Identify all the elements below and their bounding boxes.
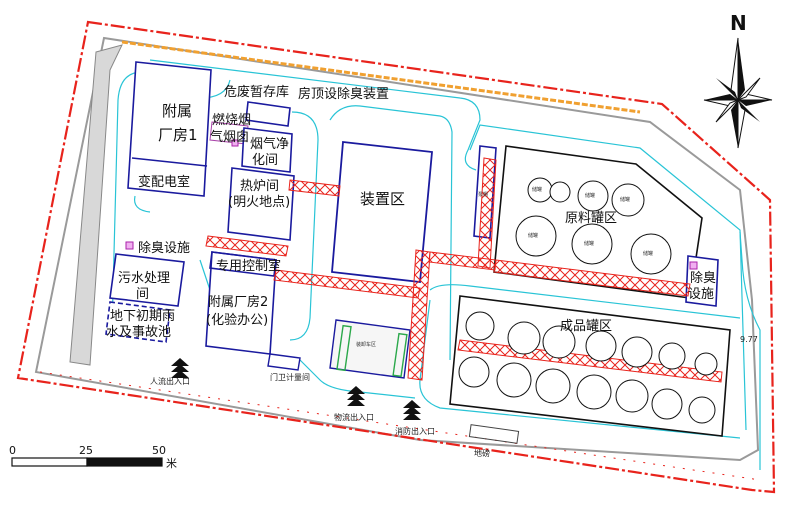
tank [615, 379, 649, 413]
scale-bar: 0 25 50 米 [9, 444, 177, 470]
incinerator-line2: 气烟囱 [210, 129, 249, 145]
hazwaste-store [245, 101, 291, 127]
tank [549, 181, 571, 203]
gate-arrows [171, 358, 421, 420]
svg-text:储罐: 储罐 [584, 240, 594, 247]
loading-label: 装卸车区 [356, 341, 376, 348]
tank [577, 180, 609, 212]
substation-label: 变配电室 [138, 174, 190, 190]
svg-text:储罐: 储罐 [532, 186, 542, 193]
rain-pool [105, 301, 171, 343]
labels: 附属 厂房1 变配电室 危废暂存库 房顶设除臭装置 燃烧烟 气烟囱 烟气净 化间… [106, 84, 758, 458]
svg-text:储罐: 储罐 [643, 250, 653, 257]
tank [458, 356, 490, 388]
control-room-label: 专用控制室 [216, 258, 281, 274]
roof-deodor-label: 房顶设除臭装置 [298, 86, 389, 102]
tank [694, 352, 718, 376]
tank [651, 388, 683, 420]
tank [611, 183, 645, 217]
svg-text:储罐: 储罐 [620, 196, 630, 203]
boiler-line1: 热炉间 [240, 179, 279, 194]
tank [621, 336, 653, 368]
rain-pool-line1: 地下初期雨 [110, 309, 175, 324]
deodor-left-label: 除臭设施 [138, 241, 190, 256]
people-gate-arrow [171, 358, 189, 378]
flue-line2: 化间 [252, 153, 278, 168]
rain-pool-line2: 水及事故池 [106, 325, 171, 340]
hazwaste-label: 危废暂存库 [224, 84, 289, 100]
sewage-line2: 间 [136, 287, 149, 302]
inner-wall [69, 44, 123, 366]
boiler-line2: (明火地点) [228, 195, 290, 210]
orange-pipeline [121, 40, 641, 114]
tank [688, 396, 716, 424]
scale-tick-0: 0 [9, 444, 16, 457]
north-label: N [730, 11, 747, 35]
side-tag-label: 泵棚 [478, 191, 488, 198]
deodor-markers [125, 139, 698, 270]
weighbridge-pad [468, 424, 520, 444]
fire-gate-arrow [403, 400, 421, 420]
tank [515, 215, 557, 257]
annex1-line1: 附属 [162, 102, 192, 120]
gate-weigh-label: 门卫计量间 [270, 372, 310, 382]
deodor-right-line1: 除臭 [690, 271, 716, 286]
deodor-right-line2: 设施 [688, 287, 714, 302]
annex2-line2: (化验办公) [206, 312, 268, 328]
tank [535, 368, 571, 404]
device-area-label: 装置区 [360, 190, 405, 208]
flue-line1: 烟气净 [250, 136, 289, 152]
sewage-line1: 污水处理 [118, 271, 170, 286]
annex-building-1 [127, 61, 212, 197]
tank [507, 321, 541, 355]
control-room [209, 251, 277, 277]
scale-tick-50: 50 [152, 444, 166, 457]
fence-line [34, 36, 760, 462]
flue-gas-room [241, 127, 293, 173]
boiler-room [227, 167, 295, 241]
raw-tank-tags: 储罐 储罐 储罐 储罐 储罐 储罐 [528, 186, 653, 257]
north-compass: N [703, 11, 773, 149]
raw-tank-label: 原料罐区 [565, 211, 617, 226]
tank [585, 330, 617, 362]
scale-unit: 米 [166, 457, 177, 470]
tank [576, 374, 612, 410]
site-boundary [16, 20, 776, 494]
svg-text:储罐: 储罐 [528, 232, 538, 239]
logistics-gate-label: 物流出入口 [334, 412, 374, 422]
annex2-line1: 附属厂房2 [208, 294, 268, 310]
fire-gate-label: 消防出入口 [395, 426, 435, 436]
loading-green-2 [392, 332, 408, 378]
tank [465, 311, 495, 341]
south-boundary-markers [39, 371, 761, 481]
sewage-room [109, 253, 185, 307]
weighbridge-label: 地磅 [474, 448, 490, 458]
svg-text:储罐: 储罐 [585, 192, 595, 199]
incinerator-line1: 燃烧烟 [212, 112, 251, 128]
annex1-line2: 厂房1 [158, 126, 198, 144]
tank [542, 325, 576, 359]
tank [496, 362, 532, 398]
product-tank-label: 成品罐区 [560, 319, 612, 334]
elevation-label: 9.77 [740, 335, 758, 344]
raw-tanks [515, 177, 672, 275]
tank [658, 342, 686, 370]
product-tanks [458, 311, 718, 424]
gate-weigh-house [267, 353, 301, 371]
loading-green [336, 324, 352, 372]
scale-tick-25: 25 [79, 444, 93, 457]
people-gate-label: 人流出入口 [150, 376, 190, 386]
tank [630, 233, 672, 275]
tank [571, 223, 613, 265]
logistics-gate-arrow [347, 386, 365, 406]
